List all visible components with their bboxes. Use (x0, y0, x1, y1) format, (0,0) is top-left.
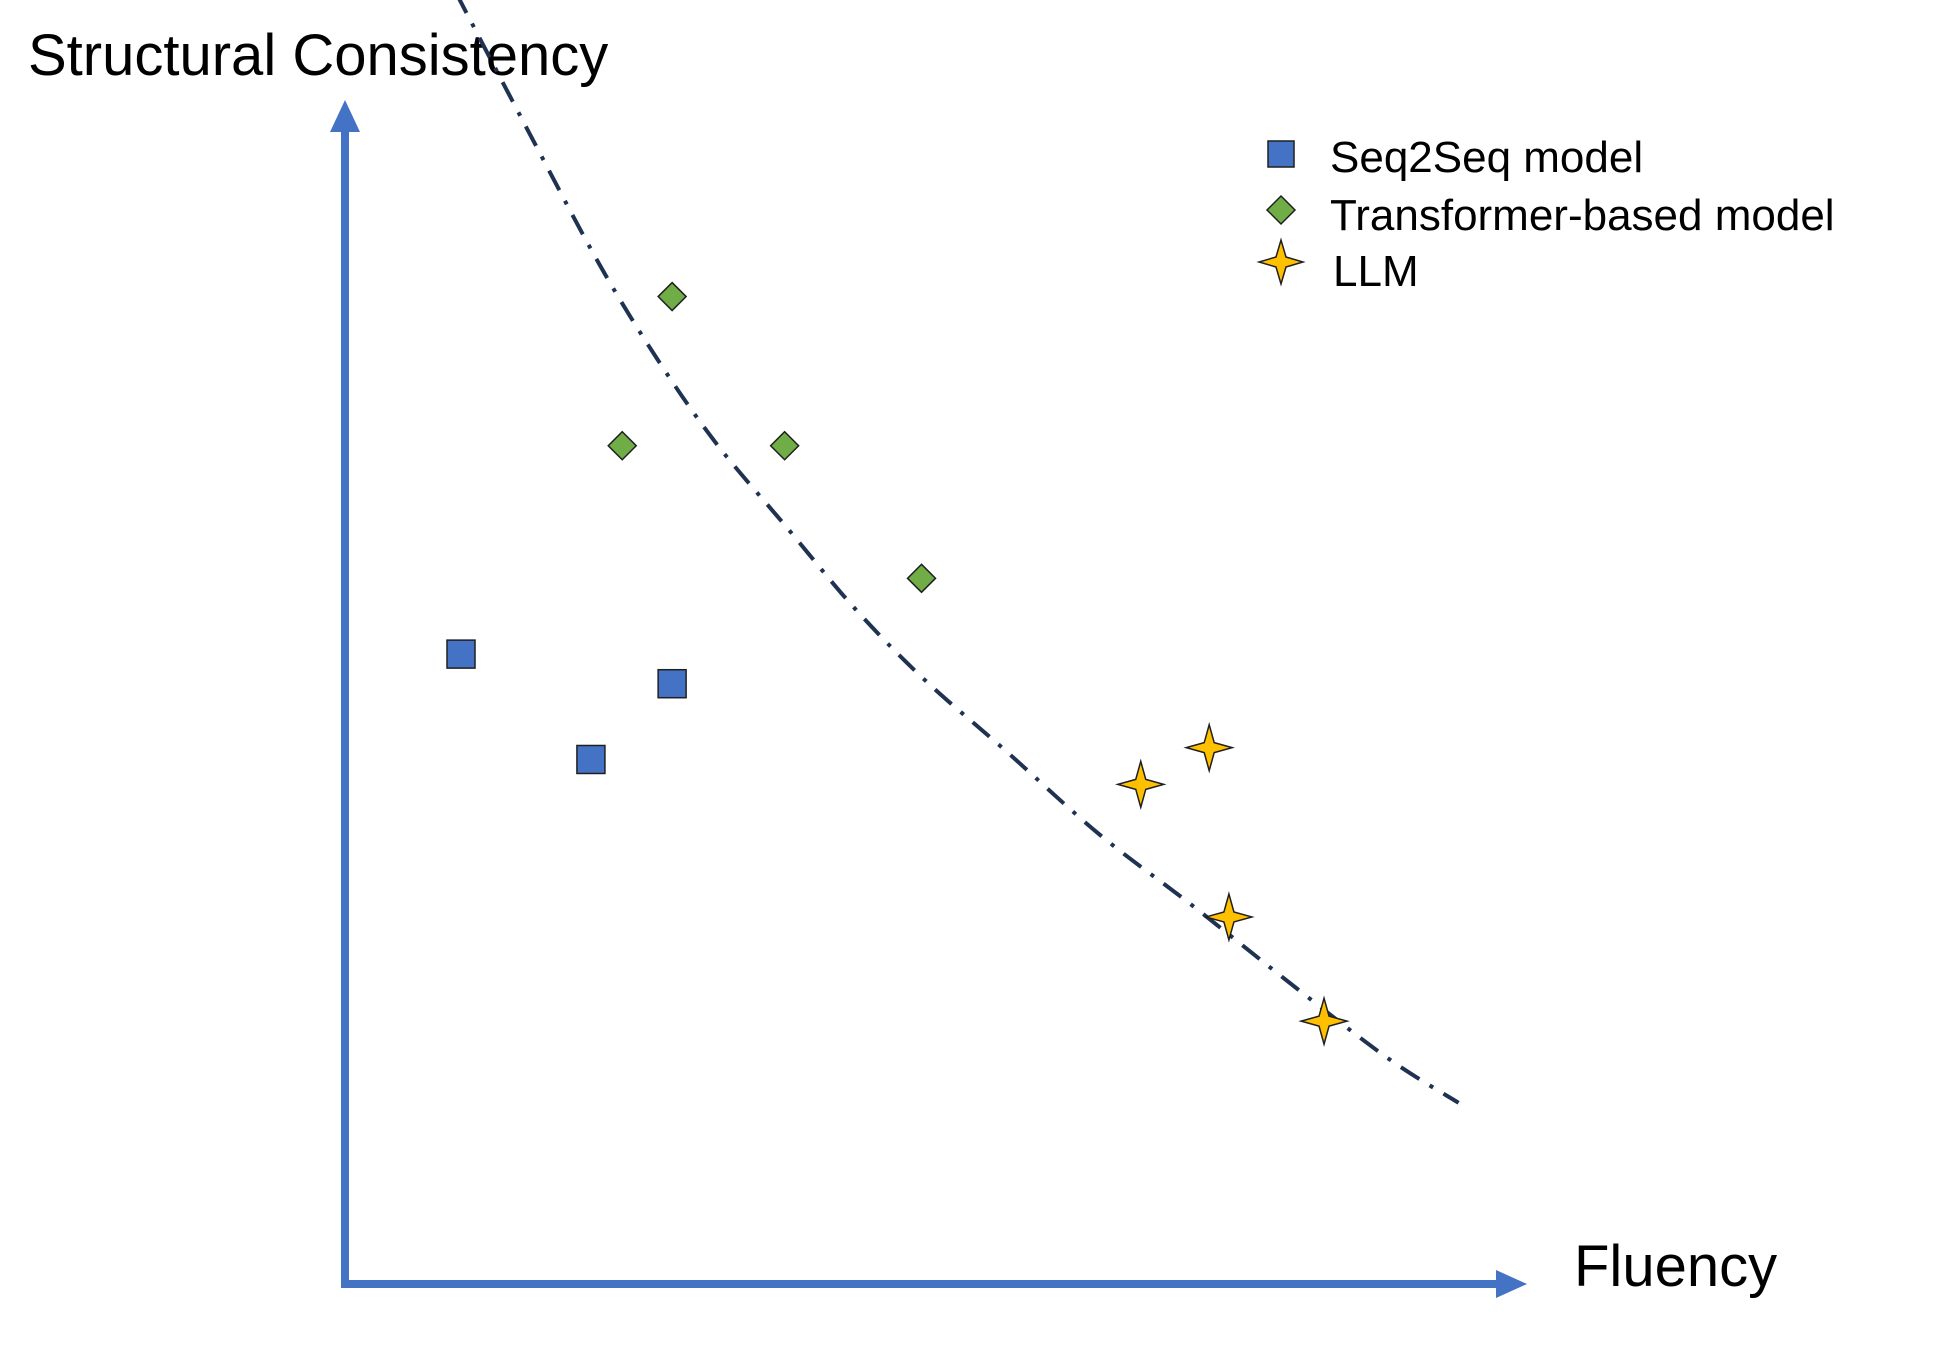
legend-marker-star (1256, 237, 1306, 287)
legend-item-llm: LLM (1256, 237, 1419, 296)
legend-label-transformer: Transformer-based model (1330, 191, 1835, 240)
point-llm-3 (1203, 891, 1255, 943)
trend-layer (457, 0, 1460, 1105)
point-transformer-2 (607, 430, 638, 461)
y-axis-arrowhead (330, 100, 360, 132)
legend: Seq2Seq model Transformer-based model LL… (1256, 133, 1835, 296)
legend-marker-diamond (1265, 194, 1297, 226)
legend-item-seq2seq: Seq2Seq model (1267, 133, 1643, 182)
legend-marker-square (1267, 140, 1295, 168)
point-seq2seq-3 (657, 668, 687, 699)
y-axis-title: Structural Consistency (28, 23, 608, 88)
point-seq2seq-2 (576, 744, 606, 775)
point-llm-4 (1298, 995, 1350, 1047)
x-axis-arrowhead (1496, 1270, 1527, 1298)
legend-item-transformer: Transformer-based model (1265, 191, 1835, 240)
point-seq2seq-1 (446, 639, 476, 669)
trend-curve (457, 0, 1460, 1105)
x-axis-title: Fluency (1574, 1234, 1777, 1299)
point-transformer-4 (906, 563, 937, 594)
points-layer (446, 281, 1350, 1047)
point-llm-2 (1183, 721, 1236, 774)
point-transformer-1 (657, 281, 688, 312)
legend-label-llm: LLM (1333, 247, 1419, 296)
legend-label-seq2seq: Seq2Seq model (1330, 133, 1643, 182)
point-llm-1 (1114, 758, 1167, 811)
axes (330, 100, 1527, 1298)
point-transformer-3 (769, 430, 800, 461)
